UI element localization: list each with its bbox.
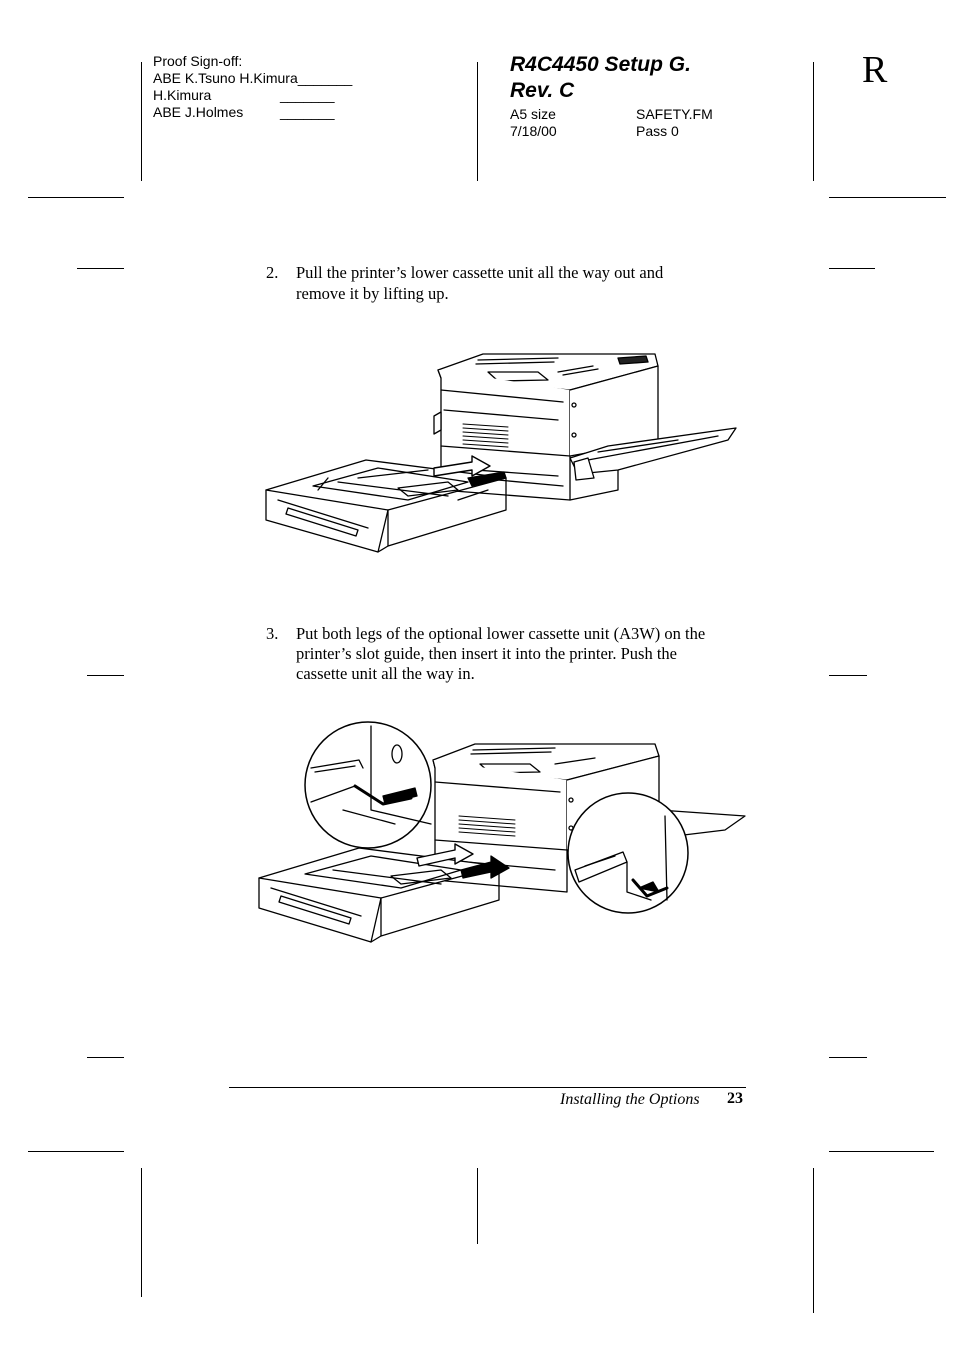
step-text-line: printer’s slot guide, then insert it int…: [296, 644, 677, 663]
proof-line-3-name: ABE J.Holmes: [153, 104, 244, 120]
crop-mark: [813, 1168, 814, 1313]
footer-section-title: Installing the Options: [560, 1091, 700, 1108]
crop-mark: [28, 197, 124, 198]
footer-rule: [229, 1087, 746, 1088]
crop-mark: [813, 62, 814, 181]
illustration-insert-cassette: [258, 721, 746, 943]
step-text-line: Pull the printer’s lower cassette unit a…: [296, 263, 664, 282]
crop-mark: [477, 1168, 478, 1244]
crop-mark: [829, 197, 946, 198]
crop-mark: [829, 1057, 867, 1058]
proof-line-1: ABE K.Tsuno H.Kimura_______: [153, 70, 353, 86]
crop-mark: [141, 1168, 142, 1297]
step-text-line: cassette unit all the way in.: [296, 664, 475, 683]
crop-mark: [477, 62, 478, 181]
crop-mark: [77, 268, 124, 269]
step-number: 3.: [266, 624, 279, 643]
crop-mark: [87, 675, 124, 676]
document-date: 7/18/00: [510, 123, 557, 139]
crop-mark: [87, 1057, 124, 1058]
illustration-remove-cassette: [265, 353, 737, 553]
step-number: 2.: [266, 263, 279, 282]
document-title-line-1: R4C4450 Setup G.: [510, 53, 691, 76]
proof-heading: Proof Sign-off:: [153, 53, 243, 69]
page-number: 23: [727, 1090, 743, 1107]
step-text-line: Put both legs of the optional lower cass…: [296, 624, 706, 643]
paper-size: A5 size: [510, 106, 556, 122]
file-name: SAFETY.FM: [636, 106, 713, 122]
crop-mark: [829, 1151, 934, 1152]
document-title-line-2: Rev. C: [510, 79, 575, 102]
proof-line-2-blank: _______: [280, 87, 335, 103]
proof-line-3-blank: _______: [280, 104, 335, 120]
corner-letter: R: [862, 49, 888, 91]
crop-mark: [28, 1151, 124, 1152]
crop-mark: [141, 62, 142, 181]
crop-mark: [829, 675, 867, 676]
proof-line-2-name: H.Kimura: [153, 87, 212, 103]
step-text-line: remove it by lifting up.: [296, 284, 449, 303]
pass-number: Pass 0: [636, 123, 679, 139]
crop-mark: [829, 268, 875, 269]
